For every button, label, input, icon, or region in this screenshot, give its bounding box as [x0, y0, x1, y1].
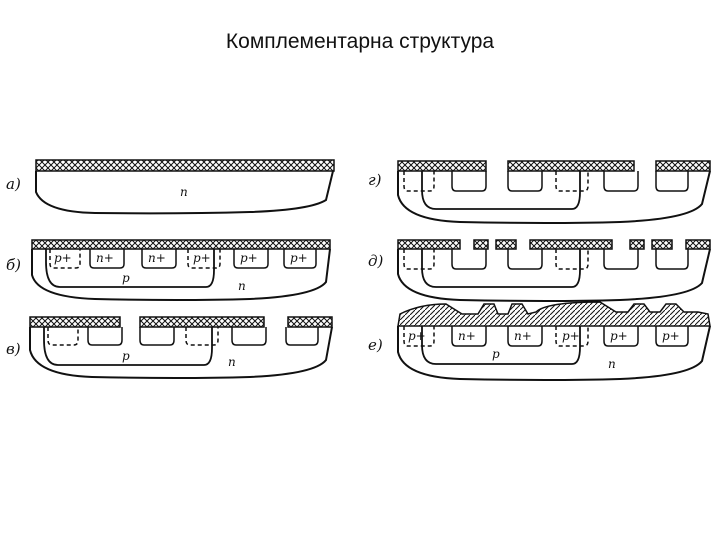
diffusion-region — [507, 249, 543, 270]
region-label: n+ — [96, 251, 114, 265]
diffusion-region — [87, 327, 123, 346]
diffusion-region — [47, 327, 79, 346]
region-label: p+ — [54, 251, 72, 265]
substrate-outline — [397, 325, 711, 381]
p-well-outline — [421, 249, 581, 288]
region-label: n+ — [148, 251, 166, 265]
oxide-layer — [31, 239, 331, 250]
diffusion-region — [451, 326, 487, 347]
panel-v: в) p n — [6, 316, 333, 379]
diffusion-region — [403, 249, 435, 270]
p-well-outline — [421, 326, 581, 365]
oxide-segment — [473, 239, 489, 250]
substrate-label: n — [228, 355, 236, 369]
oxide-segment — [655, 160, 711, 172]
panel-a: а) n — [6, 159, 335, 215]
oxide-segment — [139, 316, 265, 328]
diffusion-region — [231, 327, 267, 346]
diffusion-region — [283, 249, 317, 269]
region-label: p+ — [662, 329, 680, 343]
diffusion-region — [451, 171, 487, 192]
region-label: p+ — [290, 251, 308, 265]
panel-b: б) p+ n+ n+ p+ p+ p+ p n — [6, 239, 331, 301]
oxide-layer — [35, 159, 335, 172]
region-label: p+ — [408, 329, 426, 343]
region-label: n+ — [514, 329, 532, 343]
well-label: p — [492, 347, 500, 361]
oxide-segment — [651, 239, 673, 250]
region-label: p+ — [193, 251, 211, 265]
region-label: p+ — [610, 329, 628, 343]
panel-label-g: г) — [368, 171, 382, 189]
diffusion-region — [603, 249, 639, 270]
oxide-segment — [685, 239, 711, 250]
diffusion-region — [139, 327, 175, 346]
panel-label-a: а) — [6, 175, 21, 193]
metal-contacts — [397, 301, 711, 327]
diffusion-region — [655, 326, 689, 347]
panel-g: г) — [368, 160, 711, 224]
substrate-outline — [29, 326, 333, 379]
diffusion-region — [603, 326, 639, 347]
oxide-segment — [495, 239, 517, 250]
region-label: n+ — [458, 329, 476, 343]
panel-e: е) p+ n+ n+ p+ p+ p+ p n — [368, 301, 711, 381]
p-well-outline — [421, 171, 581, 210]
panel-label-e: е) — [368, 336, 383, 354]
substrate-label: n — [608, 357, 616, 371]
diffusion-region — [285, 327, 319, 346]
diffusion-region — [507, 171, 543, 192]
substrate-outline — [397, 248, 711, 302]
p-well-outline — [43, 327, 213, 366]
oxide-segment — [507, 160, 635, 172]
diffusion-region — [451, 249, 487, 270]
substrate-outline — [31, 248, 331, 301]
oxide-segment — [397, 160, 487, 172]
diffusion-region — [185, 327, 219, 346]
substrate-label: n — [238, 279, 246, 293]
panel-label-v: в) — [6, 340, 21, 358]
diffusion-region — [89, 249, 125, 269]
substrate-outline — [35, 170, 334, 215]
well-label: p — [122, 271, 130, 285]
diffusion-region — [555, 249, 589, 270]
panel-label-b: б) — [6, 256, 21, 274]
diffusion-region — [187, 249, 221, 269]
oxide-segment — [629, 239, 645, 250]
diffusion-region — [403, 326, 435, 347]
substrate-outline — [397, 170, 711, 224]
diffusion-region — [403, 171, 435, 192]
diffusion-region — [655, 171, 689, 192]
oxide-segment — [529, 239, 613, 250]
diffusion-region — [555, 171, 589, 192]
substrate-label: n — [180, 185, 188, 199]
oxide-segment — [29, 316, 121, 328]
diffusion-region — [555, 326, 589, 347]
panel-label-d: д) — [368, 252, 384, 270]
diffusion-region — [655, 249, 689, 270]
region-label: p+ — [562, 329, 580, 343]
slide-title: Комплементарна структура — [225, 30, 495, 53]
p-well-outline — [45, 249, 215, 288]
diffusion-region — [507, 326, 543, 347]
oxide-segment — [397, 239, 461, 250]
diffusion-region — [233, 249, 269, 269]
oxide-segment — [287, 316, 333, 328]
diffusion-region — [603, 171, 639, 192]
region-label: p+ — [240, 251, 258, 265]
well-label: p — [122, 349, 130, 363]
diffusion-region — [141, 249, 177, 269]
panel-d: д) — [368, 239, 711, 302]
diffusion-region — [49, 249, 81, 269]
